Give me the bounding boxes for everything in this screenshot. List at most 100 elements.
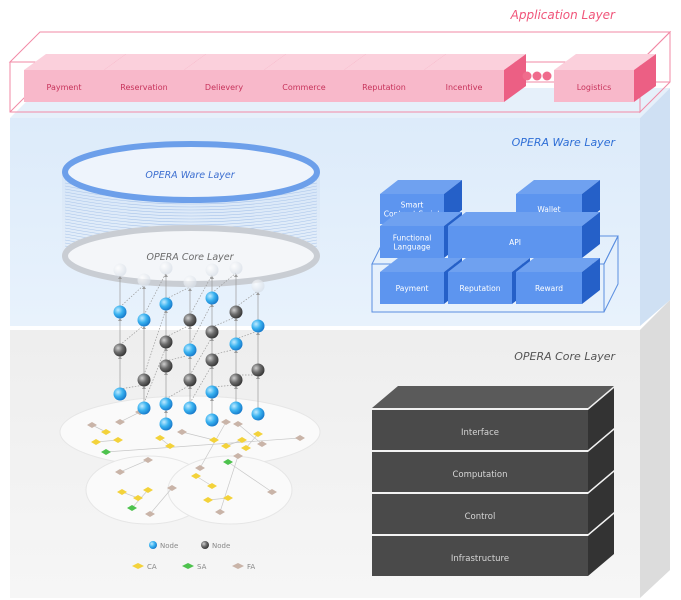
- gray-node: [205, 325, 219, 339]
- block-reputation-label: Reputation: [460, 284, 501, 293]
- ware-core-cylinder: [62, 141, 320, 287]
- gray-node: [183, 373, 197, 387]
- network-diamond: [87, 422, 97, 428]
- network-diamond: [257, 441, 267, 447]
- network-diamond: [223, 495, 233, 501]
- app-module-incentive: Incentive: [424, 54, 526, 102]
- network-diamond: [233, 421, 243, 427]
- app-module-reputation-label: Reputation: [362, 83, 406, 92]
- network-diamond: [101, 449, 111, 455]
- blue-node: [229, 401, 243, 415]
- block-api: API: [448, 212, 600, 258]
- network-diamond: [209, 437, 219, 443]
- blue-node: [205, 263, 219, 277]
- legend-node-blue-icon: [149, 541, 157, 549]
- blue-node: [183, 343, 197, 357]
- blue-node: [205, 385, 219, 399]
- ware-blocks: SmartContract ScriptWalletFunctionalLang…: [371, 180, 619, 313]
- gray-node: [183, 313, 197, 327]
- network-diamond: [143, 487, 153, 493]
- blue-node: [159, 297, 173, 311]
- network-diamond: [155, 435, 165, 441]
- blue-node: [113, 387, 127, 401]
- blue-node: [137, 273, 151, 287]
- core-stack-label: Infrastructure: [451, 554, 509, 564]
- gray-node: [137, 373, 151, 387]
- blue-node: [137, 313, 151, 327]
- network-diamond: [207, 483, 217, 489]
- blue-node: [183, 401, 197, 415]
- network-diamond: [115, 419, 125, 425]
- network-diamond: [165, 443, 175, 449]
- network-diamond: [233, 453, 243, 459]
- block-reward: Reward: [516, 258, 600, 304]
- core-stack: InterfaceComputationControlInfrastructur…: [372, 386, 614, 576]
- legend-fa-icon: [232, 563, 244, 569]
- blue-node: [205, 413, 219, 427]
- core-stack-label: Interface: [461, 428, 499, 438]
- network-diamond: [127, 505, 137, 511]
- legend: Node Node CA SA FA: [132, 541, 255, 571]
- blue-node: [205, 291, 219, 305]
- app-module-payment-label: Payment: [46, 83, 81, 92]
- network-diamond: [221, 419, 231, 425]
- network-diamond: [117, 489, 127, 495]
- core-layer-title: OPERA Core Layer: [514, 350, 616, 363]
- network-diamond: [253, 431, 263, 437]
- network-diamond: [237, 437, 247, 443]
- app-module-payment: Payment: [24, 54, 126, 102]
- network-diamond: [115, 469, 125, 475]
- network-diamond: [167, 485, 177, 491]
- block-reward-label: Reward: [535, 284, 563, 293]
- network-diamond: [195, 465, 205, 471]
- legend-ca-label: CA: [147, 563, 157, 571]
- disk-top-label: OPERA Ware Layer: [145, 170, 235, 181]
- core-stack-control: Control: [372, 472, 614, 534]
- network-diamond: [215, 509, 225, 515]
- block-payment-label: Payment: [396, 284, 429, 293]
- core-stack-label: Computation: [452, 470, 507, 480]
- network-diamond: [91, 439, 101, 445]
- app-module-incentive-label: Incentive: [446, 83, 483, 92]
- legend-sa-label: SA: [197, 563, 207, 571]
- app-module-reservation-label: Reservation: [120, 83, 167, 92]
- application-layer: Payment Reservation Delievery Commerce Reput…: [8, 30, 672, 114]
- core-stack-label: Control: [465, 512, 496, 522]
- network-diamond: [221, 443, 231, 449]
- blue-node: [183, 275, 197, 289]
- network-diamond: [177, 429, 187, 435]
- core-stack-interface: Interface: [372, 388, 614, 450]
- blue-node: [251, 279, 265, 293]
- app-module-delievery-label: Delievery: [205, 83, 243, 92]
- gray-node: [229, 305, 243, 319]
- blue-node: [113, 263, 127, 277]
- blue-node: [229, 337, 243, 351]
- network-diamond: [143, 457, 153, 463]
- network-diamond: [223, 459, 233, 465]
- block-wallet-label: Wallet: [537, 205, 560, 214]
- gray-node: [113, 343, 127, 357]
- blue-node: [159, 417, 173, 431]
- disk-bottom-label: OPERA Core Layer: [146, 252, 234, 263]
- gray-node: [159, 359, 173, 373]
- ware-layer-title: OPERA Ware Layer: [512, 136, 617, 149]
- legend-node-gray-label: Node: [212, 542, 230, 550]
- legend-ca-icon: [132, 563, 144, 569]
- blue-node: [113, 305, 127, 319]
- network-diamond: [241, 445, 251, 451]
- network-diamond: [145, 511, 155, 517]
- blue-node: [251, 319, 265, 333]
- blue-node: [229, 261, 243, 275]
- blue-node: [159, 261, 173, 275]
- network-diamond: [133, 495, 143, 501]
- blue-node: [137, 401, 151, 415]
- network-diamond: [113, 437, 123, 443]
- app-module-logistics: Logistics: [554, 54, 656, 102]
- network-diamond: [191, 473, 201, 479]
- legend-node-blue-label: Node: [160, 542, 178, 550]
- core-stack-infrastructure: Infrastructure: [372, 514, 614, 576]
- network-diamond: [295, 435, 305, 441]
- app-module-commerce-label: Commerce: [282, 83, 326, 92]
